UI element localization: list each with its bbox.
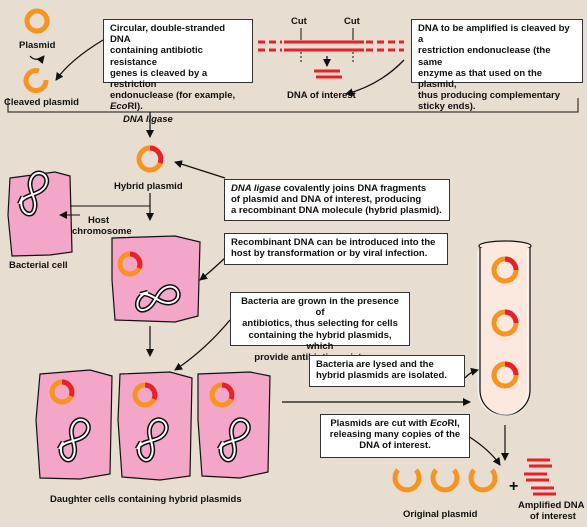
test-tube-icon (477, 240, 532, 416)
amplified-dna-label-2: of interest (530, 511, 576, 522)
ligase-callout: DNA ligase covalently joins DNA fragment… (224, 179, 450, 221)
dna-ligase-label: DNA ligase (123, 114, 173, 125)
recombinant-callout: Recombinant DNA can be introduced into t… (224, 233, 448, 265)
original-plasmid-icons (392, 468, 498, 493)
bacterial-cell-icon (7, 170, 73, 257)
dna-of-interest-strand-icon (258, 28, 404, 79)
daughter-cells-label: Daughter cells containing hybrid plasmid… (50, 494, 242, 505)
lysed-callout: Bacteria are lysed and the hybrid plasmi… (309, 355, 465, 387)
cut-left-label: Cut (291, 16, 307, 27)
daughter-cell-3-icon (197, 371, 271, 479)
amplified-dna-label-1: Amplified DNA (518, 500, 585, 511)
host-chromosome-label-1: Host (88, 215, 110, 226)
circular-dna-callout: Circular, double-stranded DNA containing… (103, 19, 253, 112)
plus-sign: + (509, 478, 519, 495)
bacterial-cell-label: Bacterial cell (9, 260, 68, 271)
original-plasmid-label: Original plasmid (403, 509, 478, 520)
grown-callout: Bacteria are grown in the presence of an… (230, 292, 410, 363)
cut-ecori-callout: Plasmids are cut with EcoRI, releasing m… (320, 414, 470, 458)
callout-arrows (55, 39, 501, 466)
cleaved-plasmid-icon (23, 68, 49, 93)
host-chromosome-label-2: chromosome (72, 226, 132, 237)
cleaved-plasmid-label: Cleaved plasmid (4, 97, 79, 108)
amplified-dna-icon (524, 458, 556, 496)
daughter-cell-2-icon (117, 371, 193, 481)
dna-amplified-callout: DNA to be amplified is cleaved by a rest… (411, 19, 583, 112)
cut-right-label: Cut (344, 16, 360, 27)
hybrid-plasmid-icon (136, 145, 164, 173)
dna-of-interest-label: DNA of interest (287, 90, 356, 101)
transformed-cell-icon (111, 235, 201, 323)
plasmid-label: Plasmid (19, 40, 56, 51)
daughter-cell-1-icon (35, 369, 113, 480)
plasmid-icon (24, 8, 50, 34)
hybrid-plasmid-label: Hybrid plasmid (114, 181, 183, 192)
